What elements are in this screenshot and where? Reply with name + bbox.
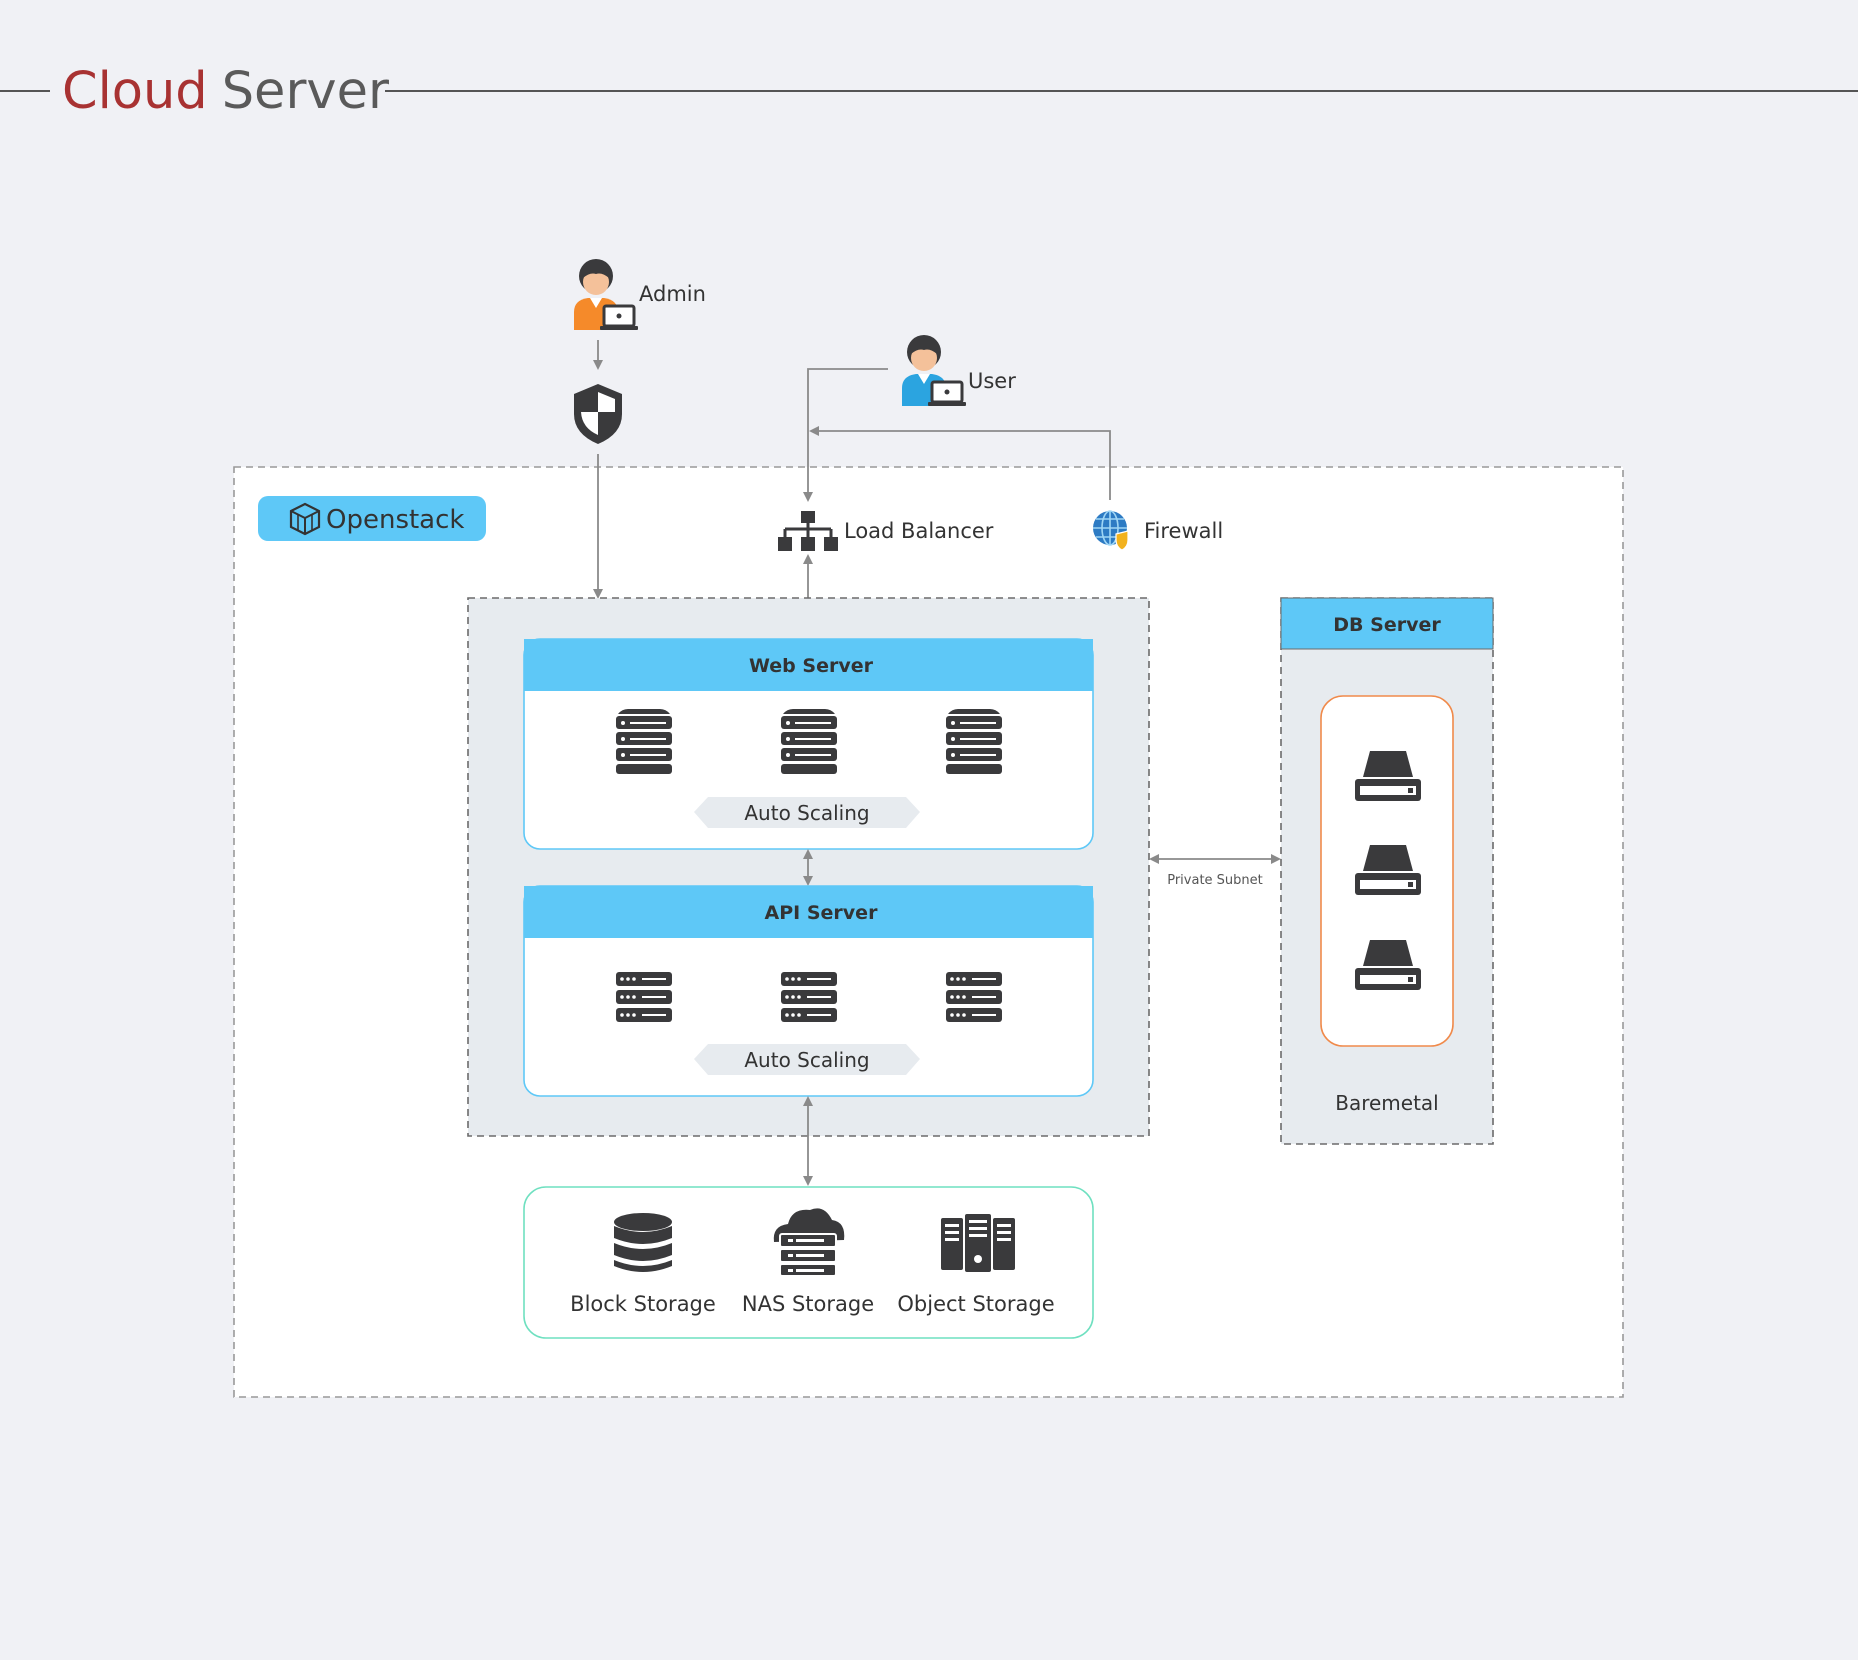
private-subnet-label: Private Subnet <box>1167 873 1263 888</box>
server-tower-icon <box>941 1214 1015 1272</box>
api-server-card[interactable]: API Server Auto Scaling <box>523 885 1094 1097</box>
nas-storage-label: NAS Storage <box>742 1292 874 1316</box>
openstack-label: Openstack <box>326 505 464 535</box>
firewall-label: Firewall <box>1144 519 1223 543</box>
user-person-icon <box>900 333 968 408</box>
admin-person-icon <box>572 257 640 332</box>
block-storage-label: Block Storage <box>570 1292 716 1316</box>
database-icon <box>614 1213 672 1272</box>
db-server-title: DB Server <box>1333 614 1441 636</box>
server-rack-icon <box>616 709 672 774</box>
api-server-icon <box>616 972 672 1022</box>
web-auto-scaling-label: Auto Scaling <box>744 801 869 825</box>
user-to-lb-arrow <box>803 368 888 502</box>
auto-scaling-pill <box>694 1044 920 1075</box>
load-balancer-label: Load Balancer <box>844 519 994 543</box>
auto-scaling-pill <box>694 797 920 828</box>
admin-label: Admin <box>639 282 706 306</box>
web-server-title: Web Server <box>749 655 874 677</box>
sitemap-icon <box>778 511 838 551</box>
api-server-icon <box>946 972 1002 1022</box>
firewall-to-lb-arrow <box>809 426 1111 500</box>
api-auto-scaling-label: Auto Scaling <box>744 1048 869 1072</box>
baremetal-label: Baremetal <box>1335 1091 1439 1115</box>
server-rack-icon <box>946 709 1002 774</box>
server-rack-icon <box>781 709 837 774</box>
api-server-title: API Server <box>765 902 879 924</box>
storage-card[interactable]: Block Storage NAS Storage Object Storage <box>523 1186 1094 1339</box>
object-storage-label: Object Storage <box>897 1292 1054 1316</box>
shield-icon <box>574 384 622 444</box>
db-server-card[interactable]: DB Server Baremetal <box>1280 597 1494 1145</box>
firewall-globe-icon <box>1093 510 1129 551</box>
cloud-server-icon <box>773 1208 845 1277</box>
openstack-badge[interactable]: Openstack <box>258 496 486 541</box>
api-server-icon <box>781 972 837 1022</box>
cube-icon <box>289 502 321 536</box>
user-label: User <box>968 369 1016 393</box>
web-server-card[interactable]: Web Server Auto Scaling <box>523 638 1094 850</box>
